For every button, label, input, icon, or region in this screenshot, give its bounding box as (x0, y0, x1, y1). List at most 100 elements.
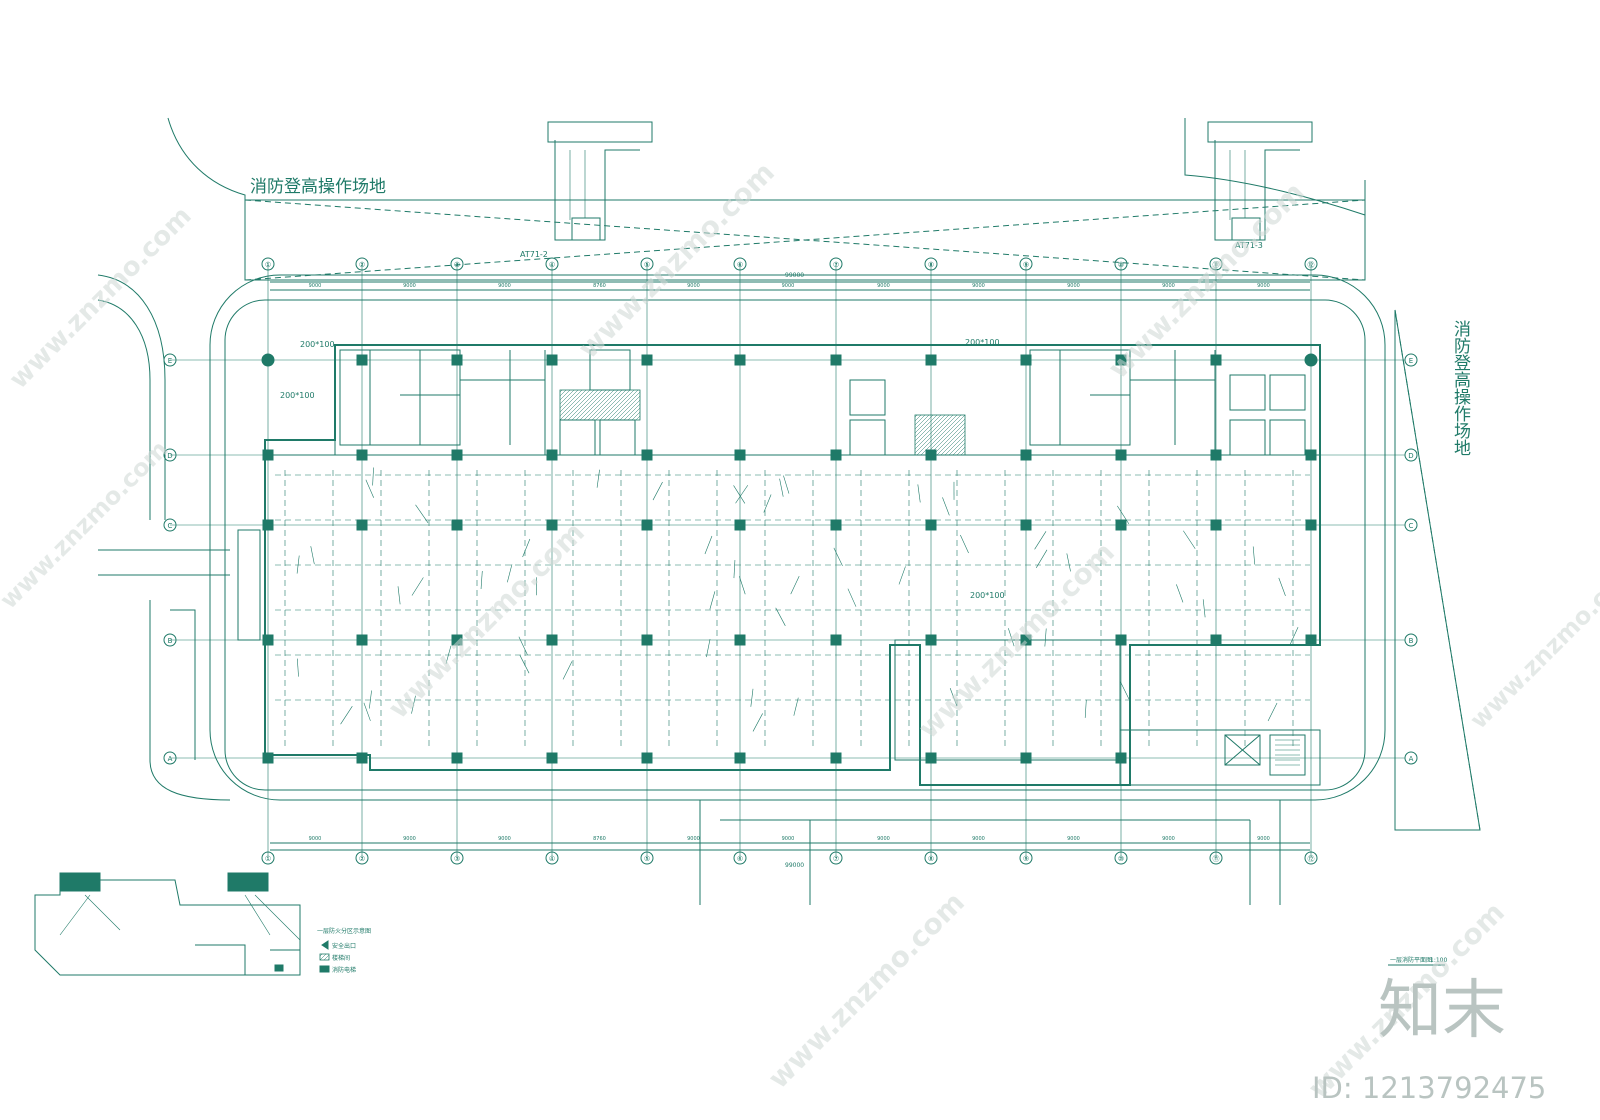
brand-logo: 知末 (1378, 974, 1506, 1048)
column (546, 354, 558, 366)
alarm-link (739, 576, 746, 595)
alarm-link (1044, 628, 1047, 647)
roof-structure-right (1207, 121, 1313, 241)
alarm-link (1066, 553, 1071, 572)
column (641, 449, 653, 461)
alarm-link (363, 702, 371, 721)
axis-bubble-top-label: ② (359, 261, 365, 269)
alarm-link (750, 688, 754, 707)
image-id: ID: 1213792475 (1312, 1071, 1546, 1105)
column (925, 354, 937, 366)
watermark-layer: www.znzmo.com www.znzmo.com www.znzmo.co… (0, 156, 1600, 1105)
axis-bubble-left-label: A (168, 755, 173, 763)
column (925, 752, 937, 764)
fire-fixtures (275, 467, 1310, 750)
axis-bubble-left-label: B (168, 637, 173, 645)
column (451, 354, 463, 366)
alarm-link (735, 485, 749, 504)
column (1020, 449, 1032, 461)
axis-bubble-bottom: ⑫ (1304, 851, 1318, 865)
watermark-9: www.znzmo.com (1464, 555, 1600, 734)
alarm-link (1008, 628, 1015, 647)
column (1115, 752, 1127, 764)
plan-scale: 1:100 (1430, 957, 1447, 964)
column (356, 449, 368, 461)
core-rooms-left (339, 349, 636, 456)
column (830, 634, 842, 646)
axis-bubble-top: ⑧ (924, 257, 938, 271)
alarm-link (562, 661, 573, 680)
column (356, 354, 368, 366)
alarm-link (480, 570, 483, 590)
alarm-link (507, 564, 513, 583)
axis-bubble-bottom: ① (261, 851, 275, 865)
column (1115, 634, 1127, 646)
axis-bubble-bottom-label: ⑥ (737, 855, 743, 863)
dimension-top: 9000 (1067, 283, 1080, 289)
column (451, 519, 463, 531)
axis-bubble-right: B (1404, 633, 1418, 647)
alarm-link (1183, 530, 1196, 549)
axis-bubble-top-label: ⑤ (644, 261, 650, 269)
dimension-bottom: 9000 (498, 836, 511, 842)
alarm-link (397, 586, 401, 605)
alarm-link (1267, 702, 1278, 722)
axis-bubble-bottom-label: ⑪ (1213, 855, 1220, 863)
dimension-top: 9000 (687, 283, 700, 289)
axis-bubble-top-label: ④ (549, 261, 555, 269)
stairwell-icon (319, 953, 330, 961)
axis-bubble-bottom: ⑤ (640, 851, 654, 865)
legend-title: 一层防火分区示意图 (317, 927, 371, 935)
axis-bubble-right: A (1404, 751, 1418, 765)
plan-title: 一层消防平面图 (1390, 956, 1432, 964)
column (262, 634, 274, 646)
alarm-link (1034, 531, 1047, 550)
dimension-top: 9000 (1162, 283, 1175, 289)
axis-bubble-top: ③ (450, 257, 464, 271)
axis-bubble-top-label: ⑥ (737, 261, 743, 269)
axis-bubble-right: D (1404, 448, 1418, 462)
axis-bubble-top: ② (355, 257, 369, 271)
watermark-7: www.znzmo.com (762, 886, 971, 1095)
fire-zone-key-plan (34, 872, 301, 976)
callout-1: 200*100 (300, 340, 335, 349)
alarm-link (372, 467, 374, 486)
callout-4: 200*100 (970, 591, 1005, 600)
column (356, 634, 368, 646)
axis-bubble-right-label: E (1409, 357, 1413, 365)
column (1020, 752, 1032, 764)
alarm-link (775, 607, 786, 626)
axis-bubble-left: E (163, 353, 177, 367)
axis-bubble-bottom-label: ③ (454, 855, 460, 863)
structural-grid (170, 262, 1405, 858)
alarm-link (652, 481, 663, 501)
axis-bubble-top: ④ (545, 257, 559, 271)
alarm-link (960, 534, 969, 554)
column (451, 449, 463, 461)
column (1210, 354, 1222, 366)
column (1305, 634, 1317, 646)
column (925, 519, 937, 531)
alarm-link (898, 566, 906, 585)
axis-bubble-left-label: D (167, 452, 172, 460)
dimension-top: 9000 (1257, 283, 1270, 289)
axis-bubble-top: ⑤ (640, 257, 654, 271)
alarm-link (942, 497, 950, 516)
column (734, 449, 746, 461)
alarm-link (793, 697, 799, 716)
fire-lift-icon (319, 965, 330, 973)
alarm-link (1252, 546, 1256, 565)
legend-item-stairwell: 楼梯间 (332, 954, 350, 962)
axis-bubble-left: D (163, 448, 177, 462)
axis-bubble-left: C (163, 518, 177, 532)
axis-bubbles-left: E D C B A (163, 353, 177, 765)
column (1305, 449, 1317, 461)
axis-bubble-top-label: ⑧ (928, 261, 934, 269)
dimension-bottom: 9000 (877, 836, 890, 842)
axis-bubble-top: ⑦ (829, 257, 843, 271)
alarm-link (596, 469, 600, 488)
axis-bubble-bottom: ⑥ (733, 851, 747, 865)
column (262, 449, 274, 461)
